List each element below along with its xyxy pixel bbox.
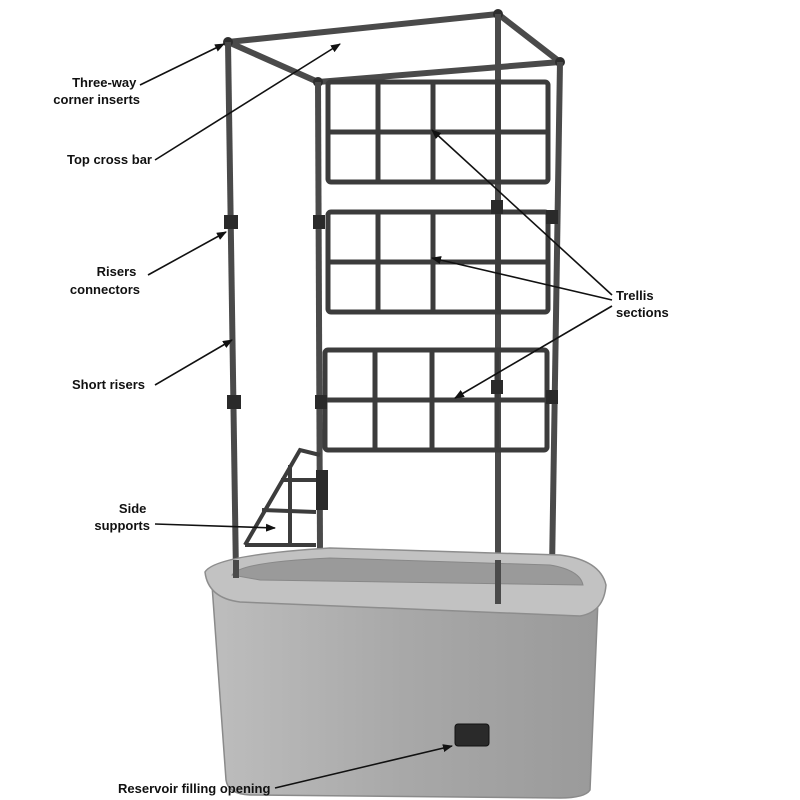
arrow-corner-inserts	[139, 43, 225, 86]
arrow-trellis-bottom	[454, 305, 613, 399]
label-short-risers: Short risers	[72, 377, 145, 392]
riser-connectors	[224, 200, 558, 510]
planter	[204, 547, 607, 799]
arrow-trellis-middle	[431, 256, 613, 301]
side-supports	[243, 447, 321, 547]
trellis-section-middle	[325, 209, 551, 315]
trellis-frame	[223, 9, 565, 600]
arrow-trellis-top	[431, 129, 613, 296]
label-top-cross-bar: Top cross bar	[67, 152, 152, 167]
arrow-short-risers	[154, 339, 233, 386]
arrow-reservoir-opening	[274, 744, 453, 789]
label-side-supports: Side supports	[94, 501, 150, 533]
reservoir-filling-opening	[454, 723, 490, 747]
top-frame	[225, 11, 563, 85]
trellis-section-bottom	[322, 347, 550, 453]
planter-body	[211, 584, 599, 799]
label-three-way-corner-inserts: Three-way corner inserts	[53, 75, 140, 107]
label-trellis-sections: Trellis sections	[616, 288, 669, 320]
arrow-risers-connectors	[147, 231, 227, 276]
callout-arrows	[139, 43, 613, 789]
label-reservoir-filling-opening: Reservoir filling opening	[118, 781, 270, 796]
trellis-section-top	[325, 79, 551, 185]
arrow-top-cross-bar	[154, 43, 341, 161]
top-cross-bar	[315, 59, 563, 85]
labels: Three-way corner inserts Top cross bar R…	[53, 75, 668, 796]
arrow-side-supports	[154, 523, 276, 532]
back-risers	[495, 14, 563, 600]
label-risers-connectors: Risers connectors	[70, 264, 140, 297]
